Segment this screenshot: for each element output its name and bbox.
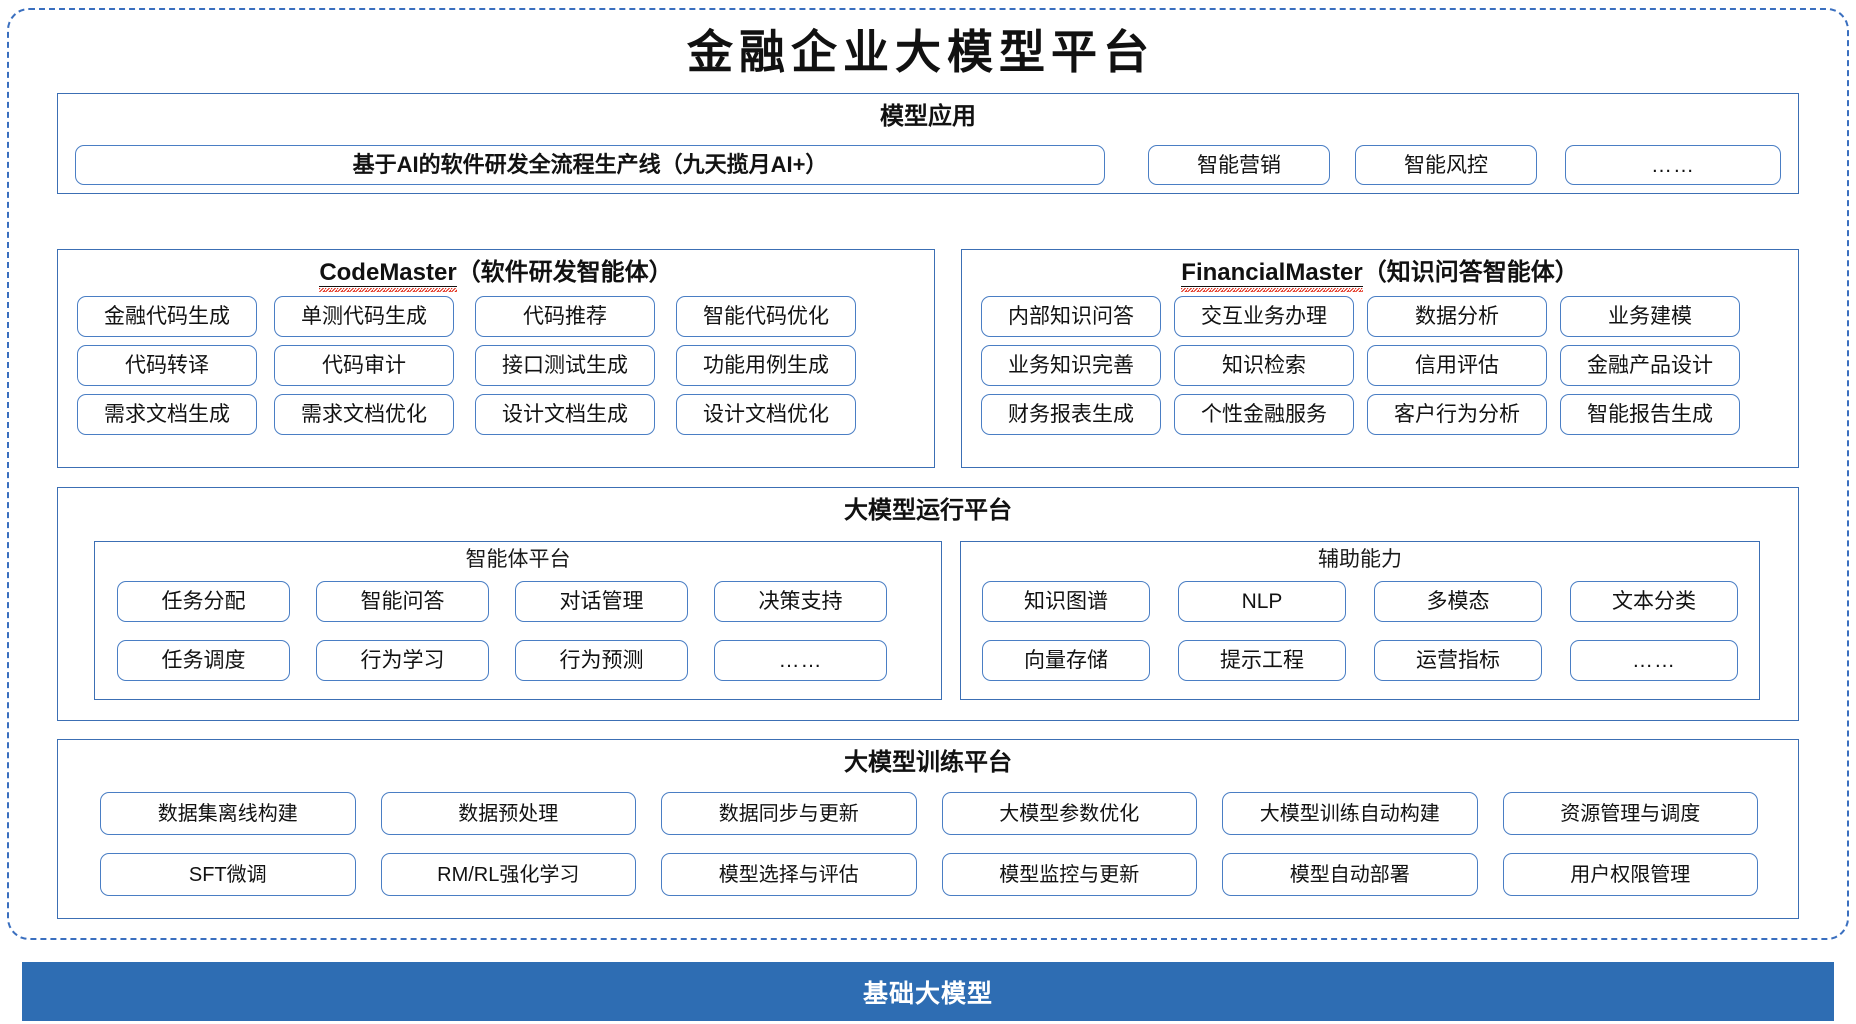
agent-platform-row-1: 任务分配 智能问答 对话管理 决策支持 [117,581,919,622]
chip-cm-1-1[interactable]: 金融代码生成 [77,296,257,337]
chip-tp-2-6[interactable]: 用户权限管理 [1502,853,1758,896]
code-master-name: CodeMaster [319,259,458,292]
code-master-subtitle: （软件研发智能体） [456,259,673,286]
chip-fm-3-4[interactable]: 智能报告生成 [1560,394,1740,435]
code-master-row-3: 需求文档生成 需求文档优化 设计文档生成 设计文档优化 [77,394,915,435]
chip-sc-2-3[interactable]: 运营指标 [1374,640,1542,681]
chip-tp-2-4[interactable]: 模型监控与更新 [941,853,1197,896]
chip-cm-2-3[interactable]: 接口测试生成 [475,345,655,386]
chip-smart-marketing[interactable]: 智能营销 [1148,145,1330,185]
chip-tp-2-3[interactable]: 模型选择与评估 [661,853,917,896]
subpanel-support-capability-title: 辅助能力 [1318,548,1402,571]
chip-sc-1-2[interactable]: NLP [1178,581,1346,622]
chip-fm-2-3[interactable]: 信用评估 [1367,345,1547,386]
chip-ai-software-pipeline[interactable]: 基于AI的软件研发全流程生产线（九天揽月AI+） [75,145,1105,185]
base-layer-bar: 基础大模型 [22,962,1834,1021]
chip-fm-1-1[interactable]: 内部知识问答 [981,296,1161,337]
chip-fm-3-1[interactable]: 财务报表生成 [981,394,1161,435]
chip-fm-3-3[interactable]: 客户行为分析 [1367,394,1547,435]
agent-platform-row-2: 任务调度 行为学习 行为预测 …… [117,640,919,681]
chip-tp-1-5[interactable]: 大模型训练自动构建 [1222,792,1478,835]
financial-master-row-2: 业务知识完善 知识检索 信用评估 金融产品设计 [981,345,1779,386]
code-master-row-2: 代码转译 代码审计 接口测试生成 功能用例生成 [77,345,915,386]
support-capability-row-1: 知识图谱 NLP 多模态 文本分类 [982,581,1738,622]
training-platform-row-1: 数据集离线构建 数据预处理 数据同步与更新 大模型参数优化 大模型训练自动构建 … [100,792,1758,835]
chip-sc-2-1[interactable]: 向量存储 [982,640,1150,681]
financial-master-name: FinancialMaster [1181,259,1364,292]
chip-ap-2-4[interactable]: …… [714,640,887,681]
chip-fm-1-2[interactable]: 交互业务办理 [1174,296,1354,337]
chip-tp-1-2[interactable]: 数据预处理 [380,792,636,835]
chip-cm-2-2[interactable]: 代码审计 [274,345,454,386]
chip-fm-2-4[interactable]: 金融产品设计 [1560,345,1740,386]
chip-fm-1-3[interactable]: 数据分析 [1367,296,1547,337]
chip-ap-2-2[interactable]: 行为学习 [316,640,489,681]
base-layer-label: 基础大模型 [862,979,993,1008]
chip-tp-2-1[interactable]: SFT微调 [100,853,356,896]
panel-financial-master-title: FinancialMaster（知识问答智能体） [962,258,1798,292]
chip-cm-1-3[interactable]: 代码推荐 [475,296,655,337]
chip-sc-1-4[interactable]: 文本分类 [1570,581,1738,622]
chip-cm-1-2[interactable]: 单测代码生成 [274,296,454,337]
chip-cm-3-4[interactable]: 设计文档优化 [676,394,856,435]
chip-ap-2-1[interactable]: 任务调度 [117,640,290,681]
subpanel-agent-platform-title: 智能体平台 [465,548,571,571]
panel-code-master-title: CodeMaster（软件研发智能体） [58,258,934,292]
chip-tp-1-3[interactable]: 数据同步与更新 [661,792,917,835]
panel-runtime-platform-title: 大模型运行平台 [844,497,1012,524]
chip-fm-3-2[interactable]: 个性金融服务 [1174,394,1354,435]
chip-cm-3-3[interactable]: 设计文档生成 [475,394,655,435]
training-platform-row-2: SFT微调 RM/RL强化学习 模型选择与评估 模型监控与更新 模型自动部署 用… [100,853,1758,896]
page-title: 金融企业大模型平台 [687,25,1155,79]
chip-tp-2-2[interactable]: RM/RL强化学习 [380,853,636,896]
financial-master-row-3: 财务报表生成 个性金融服务 客户行为分析 智能报告生成 [981,394,1779,435]
financial-master-subtitle: （知识问答智能体） [1362,259,1579,286]
model-application-chip-row: 基于AI的软件研发全流程生产线（九天揽月AI+） 智能营销 智能风控 …… [75,145,1781,185]
support-capability-row-2: 向量存储 提示工程 运营指标 …… [982,640,1738,681]
chip-model-application-more[interactable]: …… [1565,145,1781,185]
code-master-row-1: 金融代码生成 单测代码生成 代码推荐 智能代码优化 [77,296,915,337]
chip-ap-1-2[interactable]: 智能问答 [316,581,489,622]
chip-cm-2-4[interactable]: 功能用例生成 [676,345,856,386]
chip-ap-2-3[interactable]: 行为预测 [515,640,688,681]
chip-cm-1-4[interactable]: 智能代码优化 [676,296,856,337]
chip-sc-2-2[interactable]: 提示工程 [1178,640,1346,681]
chip-ap-1-4[interactable]: 决策支持 [714,581,887,622]
chip-tp-1-6[interactable]: 资源管理与调度 [1502,792,1758,835]
chip-smart-risk-control[interactable]: 智能风控 [1355,145,1537,185]
chip-fm-1-4[interactable]: 业务建模 [1560,296,1740,337]
chip-cm-3-1[interactable]: 需求文档生成 [77,394,257,435]
chip-ap-1-3[interactable]: 对话管理 [515,581,688,622]
chip-tp-1-1[interactable]: 数据集离线构建 [100,792,356,835]
chip-cm-3-2[interactable]: 需求文档优化 [274,394,454,435]
panel-training-platform-title: 大模型训练平台 [844,749,1012,776]
panel-model-application-title: 模型应用 [880,103,976,130]
chip-sc-1-1[interactable]: 知识图谱 [982,581,1150,622]
chip-sc-1-3[interactable]: 多模态 [1374,581,1542,622]
chip-ap-1-1[interactable]: 任务分配 [117,581,290,622]
chip-sc-2-4[interactable]: …… [1570,640,1738,681]
chip-tp-1-4[interactable]: 大模型参数优化 [941,792,1197,835]
chip-fm-2-1[interactable]: 业务知识完善 [981,345,1161,386]
chip-fm-2-2[interactable]: 知识检索 [1174,345,1354,386]
chip-cm-2-1[interactable]: 代码转译 [77,345,257,386]
financial-master-row-1: 内部知识问答 交互业务办理 数据分析 业务建模 [981,296,1779,337]
chip-tp-2-5[interactable]: 模型自动部署 [1222,853,1478,896]
